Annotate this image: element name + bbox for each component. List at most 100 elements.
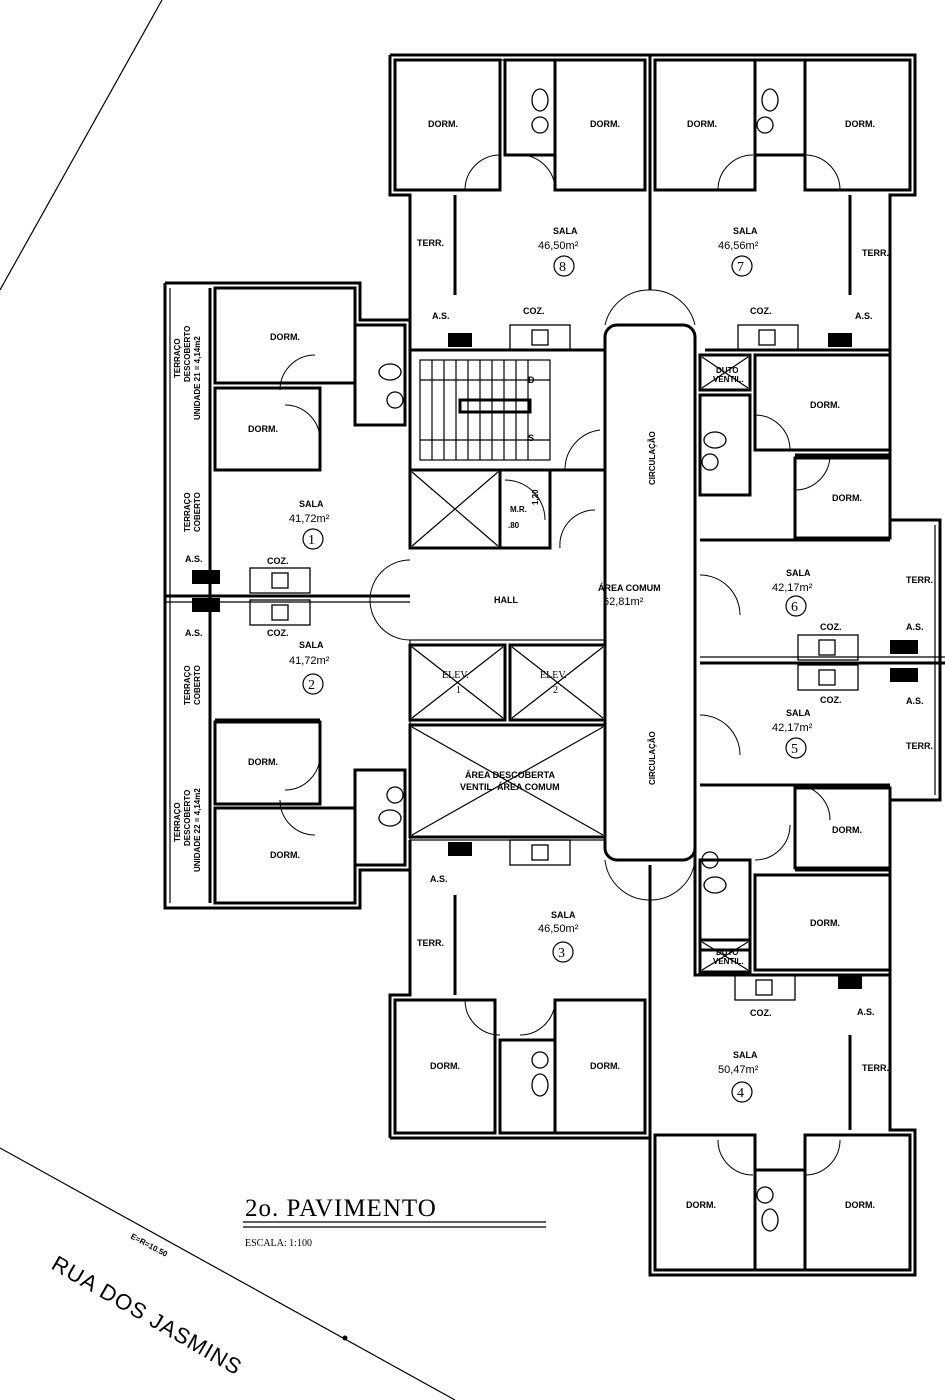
- circulacao-top-label: CIRCULAÇÃO: [648, 431, 657, 485]
- sala-label: SALA: [786, 708, 811, 718]
- fixtures: [192, 88, 918, 1232]
- coz-label: COZ.: [750, 306, 772, 316]
- terr-label: TERR.: [417, 938, 444, 948]
- as-label: A.S.: [430, 874, 448, 884]
- dorm-label: DORM.: [248, 757, 278, 767]
- dorm-label: DORM.: [686, 1200, 716, 1210]
- unit-area: 41,72m²: [289, 513, 330, 525]
- unit-area: 42,17m²: [772, 582, 813, 594]
- terraco-descoberto-22b: DESCOBERTO: [183, 790, 192, 846]
- sala-label: SALA: [733, 226, 758, 236]
- core-labels: HALL ÁREA COMUM 62,81m² CIRCULAÇÃO CIRCU…: [442, 366, 744, 966]
- dorm-label: DORM.: [270, 850, 300, 860]
- voids: [411, 356, 749, 971]
- area-comum-label: ÁREA COMUM: [598, 583, 661, 593]
- terr-label: TERR.: [417, 238, 444, 248]
- room-labels: DORM. DORM. DORM. DORM. DORM. DORM. DORM…: [173, 119, 933, 1210]
- door-swings: [279, 154, 841, 1176]
- lot-marker: [342, 1335, 348, 1341]
- sala-label: SALA: [551, 910, 576, 920]
- unit-number: 8: [559, 260, 566, 275]
- coz-label: COZ.: [820, 622, 842, 632]
- terraco-descoberto-21b: DESCOBERTO: [183, 326, 192, 382]
- duto-top: DUTO: [716, 366, 739, 375]
- descoberta-label-1: ÁREA DESCOBERTA: [465, 770, 556, 780]
- elev2-number: 2: [553, 685, 558, 696]
- ventil-bottom: VENTIL.: [713, 957, 744, 966]
- coz-label: COZ.: [523, 306, 545, 316]
- coz-label: COZ.: [820, 695, 842, 705]
- coz-label: COZ.: [267, 628, 289, 638]
- lot-line-bottom: [0, 1147, 456, 1400]
- street-name: RUA DOS JASMINS: [48, 1251, 247, 1380]
- dorm-label: DORM.: [810, 400, 840, 410]
- dorm-label: DORM.: [687, 119, 717, 129]
- as-label: A.S.: [857, 1007, 875, 1017]
- terraco-coberto-2a: TERRAÇO: [183, 665, 192, 705]
- unit-number: 7: [737, 260, 744, 275]
- dorm-label: DORM.: [810, 918, 840, 928]
- as-label: A.S.: [906, 696, 924, 706]
- descoberta-label-2: VENTIL. ÁREA COMUM: [460, 782, 560, 792]
- dorm-label: DORM.: [832, 825, 862, 835]
- hall-label: HALL: [494, 595, 518, 605]
- as-label: A.S.: [855, 311, 873, 321]
- drawing-title: 2o. PAVIMENTO: [245, 1195, 437, 1222]
- unit-number: 6: [791, 600, 798, 615]
- as-label: A.S.: [185, 554, 203, 564]
- terraco-coberto-1b: COBERTO: [193, 492, 202, 532]
- dorm-label: DORM.: [590, 119, 620, 129]
- duto-bottom: DUTO: [716, 948, 739, 957]
- unit-labels: SALA 46,50m² 8 SALA 46,56m² 7 SALA 41,72…: [289, 226, 813, 1103]
- area-comum-area: 62,81m²: [603, 596, 644, 608]
- elev1-label: ELEV.: [442, 670, 469, 681]
- terr-label: TERR.: [862, 248, 889, 258]
- dorm-label: DORM.: [248, 424, 278, 434]
- terr-label: TERR.: [862, 1063, 889, 1073]
- elev1-number: 1: [456, 685, 461, 696]
- mr-width: 1,20: [531, 489, 540, 505]
- dorm-label: DORM.: [832, 493, 862, 503]
- stair-up: S: [528, 433, 534, 443]
- terraco-descoberto-21a: TERRAÇO: [173, 338, 182, 378]
- sala-label: SALA: [553, 226, 578, 236]
- sala-label: SALA: [733, 1050, 758, 1060]
- mr-height: .80: [508, 521, 520, 530]
- terr-label: TERR.: [906, 575, 933, 585]
- coz-label: COZ.: [750, 1008, 772, 1018]
- as-label: A.S.: [432, 311, 450, 321]
- ventil-top: VENTIL.: [713, 375, 744, 384]
- unit-area: 46,50m²: [538, 923, 579, 935]
- dorm-label: DORM.: [428, 119, 458, 129]
- unit-number: 5: [791, 742, 798, 757]
- terr-label: TERR.: [906, 741, 933, 751]
- dorm-label: DORM.: [430, 1061, 460, 1071]
- lot-dimension: E=R=10.50: [129, 1232, 169, 1259]
- sala-label: SALA: [299, 499, 324, 509]
- dorm-label: DORM.: [270, 332, 300, 342]
- sala-label: SALA: [786, 568, 811, 578]
- unit-area: 42,17m²: [772, 722, 813, 734]
- as-label: A.S.: [906, 622, 924, 632]
- unit-area: 41,72m²: [289, 655, 330, 667]
- stair-down: D: [528, 375, 535, 385]
- lot-line-top: [0, 0, 163, 291]
- as-label: A.S.: [185, 628, 203, 638]
- unidade-21-label: UNIDADE 21 = 4,14m2: [193, 336, 202, 420]
- terraco-coberto-2b: COBERTO: [193, 665, 202, 705]
- title-block: 2o. PAVIMENTO ESCALA: 1:100: [243, 1195, 546, 1249]
- unidade-22-label: UNIDADE 22 = 4,14m2: [193, 788, 202, 872]
- unit-number: 2: [308, 678, 315, 693]
- unit-area: 46,56m²: [718, 240, 759, 252]
- sala-label: SALA: [299, 640, 324, 650]
- terraco-descoberto-22a: TERRAÇO: [173, 802, 182, 842]
- drawing-scale: ESCALA: 1:100: [245, 1238, 312, 1249]
- stairs: [419, 359, 551, 461]
- dorm-label: DORM.: [845, 1200, 875, 1210]
- room-partitions: [213, 58, 912, 1272]
- terraco-coberto-1a: TERRAÇO: [183, 492, 192, 532]
- elev2-label: ELEV.: [540, 670, 567, 681]
- unit-number: 4: [737, 1086, 744, 1101]
- unit-area: 46,50m²: [538, 240, 579, 252]
